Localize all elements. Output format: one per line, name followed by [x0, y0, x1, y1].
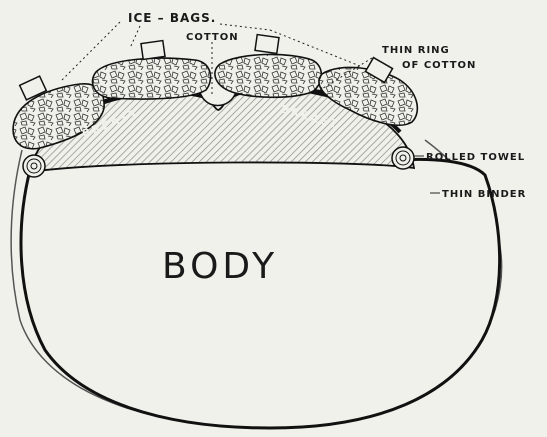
rolled-towel-right — [392, 147, 414, 169]
ice-bag-2 — [92, 41, 210, 99]
rolled-towel-left — [23, 155, 45, 177]
label-thin-ring-2: OF COTTON — [402, 60, 476, 71]
label-ice-bags: ICE – BAGS. — [128, 11, 216, 25]
body-outline — [21, 159, 500, 428]
ice-bag-3 — [215, 35, 321, 98]
label-rolled-towel: ROLLED TOWEL — [426, 152, 525, 163]
label-cotton: COTTON — [186, 32, 239, 43]
label-thin-binder: THIN BINDER — [442, 189, 526, 200]
label-thin-ring-1: THIN RING — [382, 45, 450, 56]
label-body: BODY — [162, 246, 278, 287]
